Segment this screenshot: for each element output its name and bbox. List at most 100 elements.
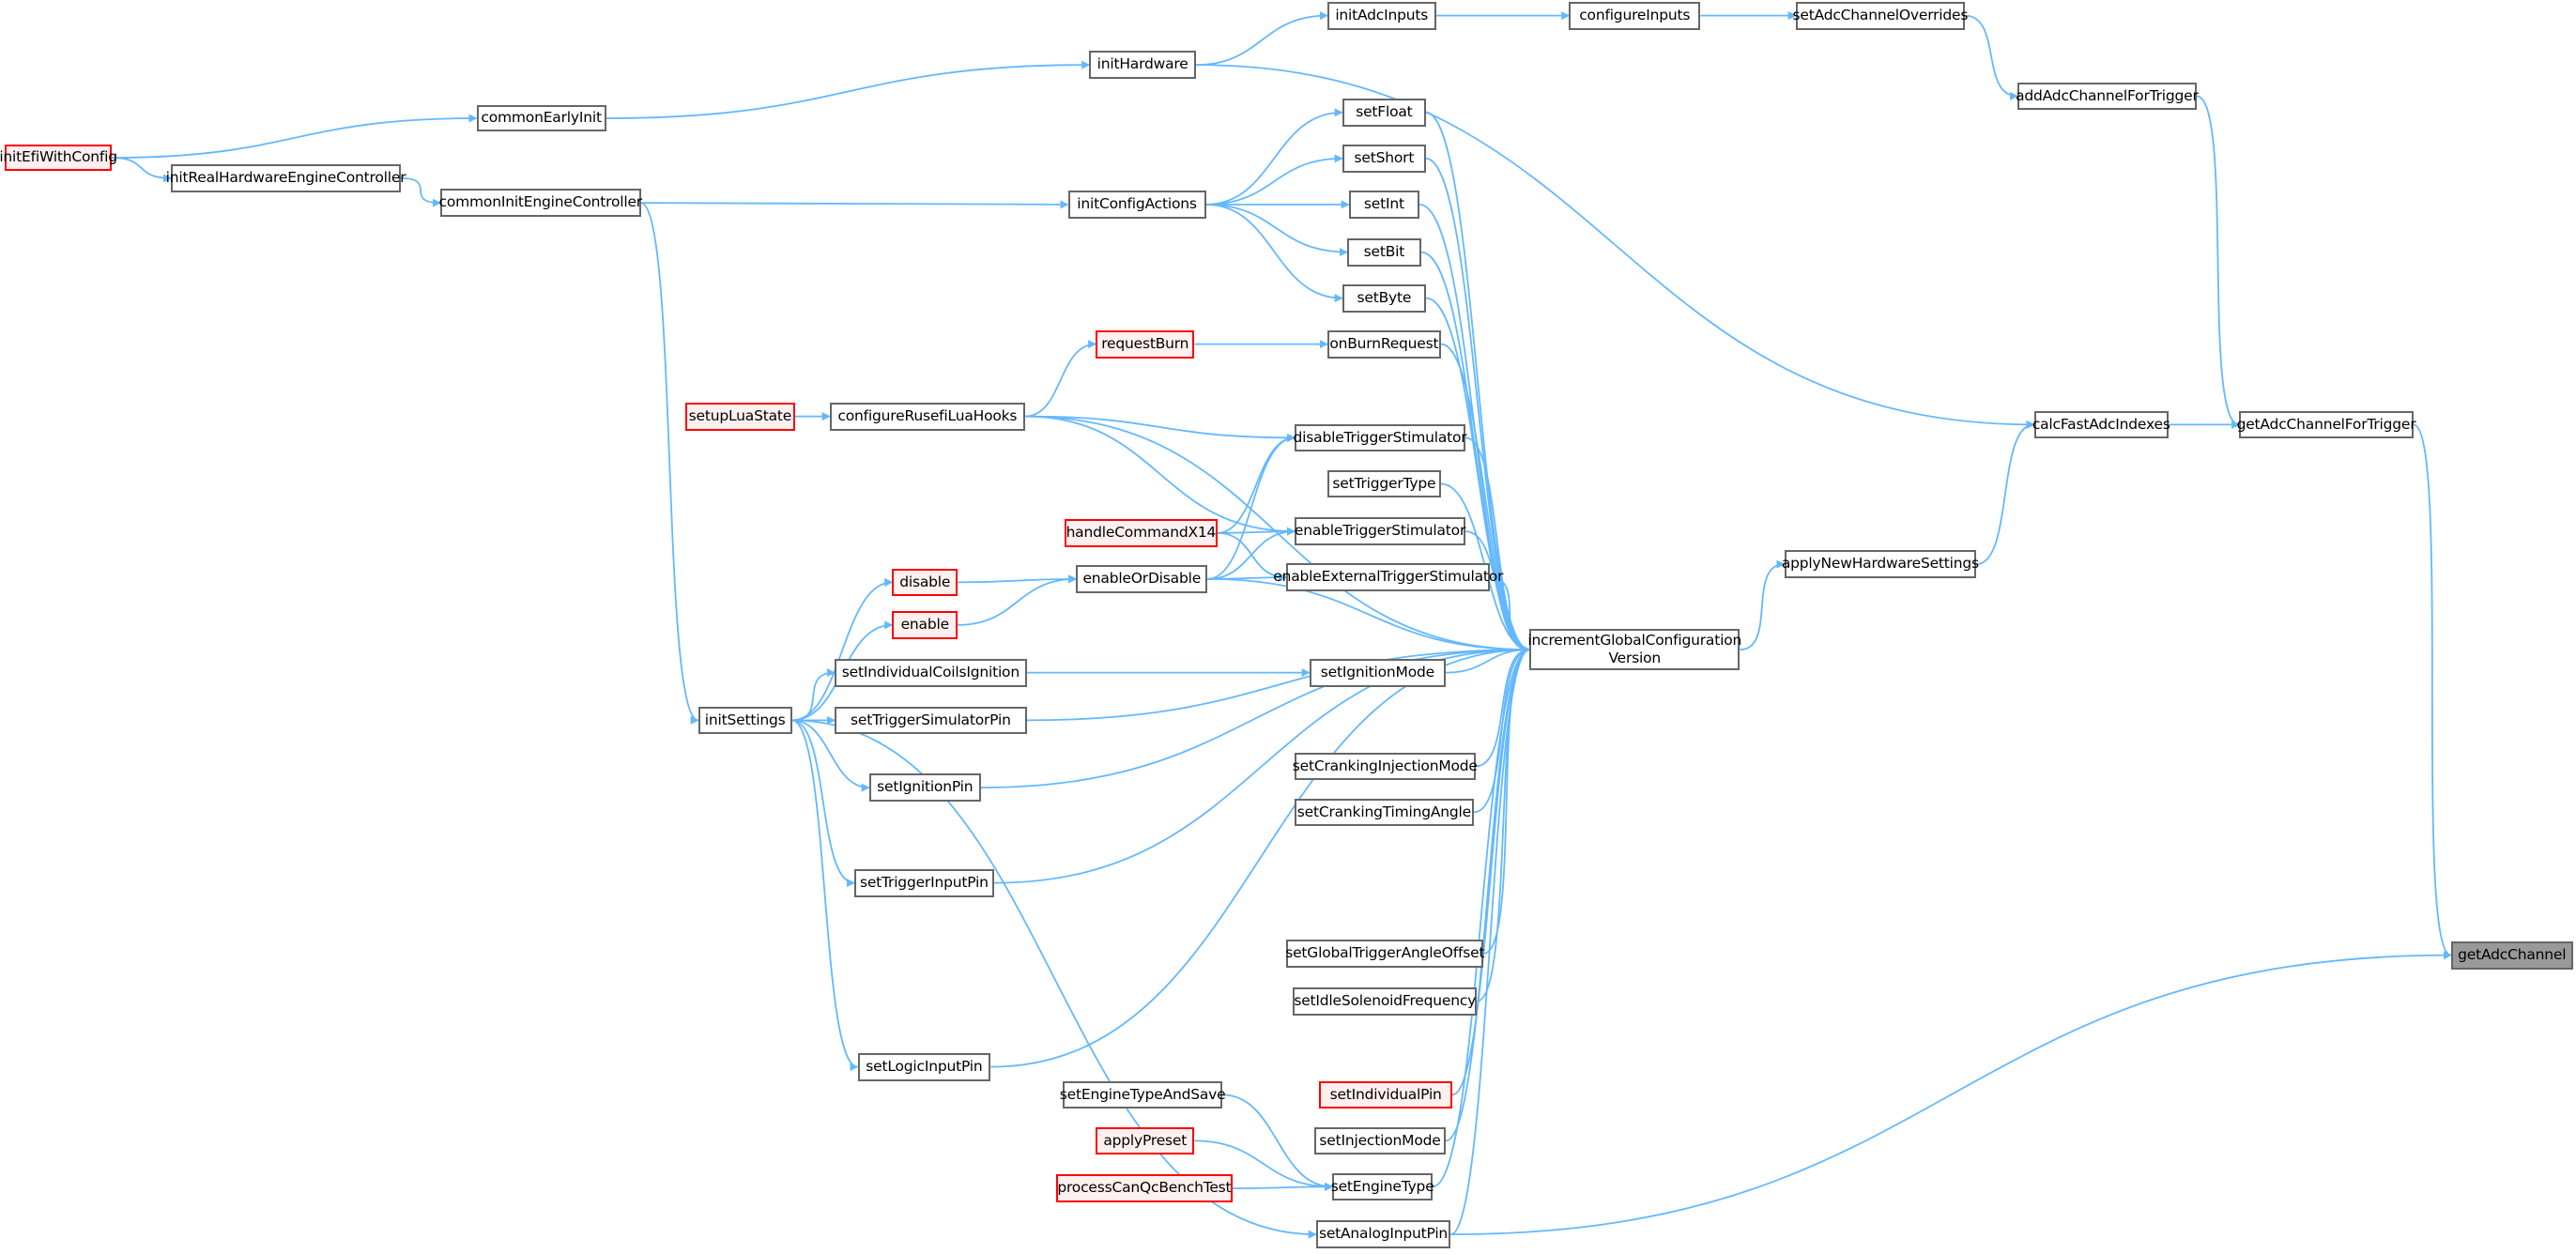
edge-init-settings-to-disable: [791, 577, 894, 722]
node-set-trigger-simulator-pin[interactable]: setTriggerSimulatorPin: [835, 706, 1027, 735]
node-set-engine-type-and-save[interactable]: setEngineTypeAndSave: [1060, 1080, 1226, 1109]
node-process-can-qc-bench-test[interactable]: processCanQcBenchTest: [1056, 1174, 1233, 1202]
node-handle-command-x14[interactable]: handleCommandX14: [1065, 519, 1218, 547]
node-set-individual-coils-ignition[interactable]: setIndividualCoilsIgnition: [835, 658, 1027, 687]
node-calc-fast-adc-indexes[interactable]: calcFastAdcIndexes: [2032, 410, 2170, 439]
node-setup-lua-state[interactable]: setupLuaState: [684, 402, 795, 431]
node-label: setIgnitionMode: [1320, 663, 1434, 681]
node-label: initEfiWithConfig: [0, 148, 117, 166]
edge-enable-or-disable-to-enable-trigger-stimulator: [1207, 527, 1296, 580]
node-label: enableTriggerStimulator: [1294, 522, 1466, 540]
node-set-injection-mode[interactable]: setInjectionMode: [1314, 1126, 1446, 1155]
node-set-global-trigger-angle-offset[interactable]: setGlobalTriggerAngleOffset: [1285, 940, 1485, 968]
node-label: setGlobalTriggerAngleOffset: [1285, 944, 1485, 962]
node-label: setIgnitionPin: [877, 778, 974, 796]
node-set-ignition-pin[interactable]: setIgnitionPin: [868, 773, 981, 802]
node-disable[interactable]: disable: [892, 568, 958, 597]
node-label: initHardware: [1096, 55, 1188, 73]
edge-enable-to-enable-or-disable: [958, 574, 1078, 626]
edge-init-config-actions-to-set-bit: [1205, 203, 1348, 257]
node-set-engine-type[interactable]: setEngineType: [1330, 1172, 1434, 1201]
node-set-int[interactable]: setInt: [1348, 191, 1419, 219]
node-set-bit[interactable]: setBit: [1347, 237, 1421, 267]
node-add-adc-channel-for-trigger[interactable]: addAdcChannelForTrigger: [2016, 82, 2199, 111]
edge-handle-command-x14-to-disable-trigger-stimulator: [1217, 433, 1296, 534]
node-get-adc-channel-for-trigger[interactable]: getAdcChannelForTrigger: [2237, 410, 2416, 439]
node-label: setCrankingInjectionMode: [1292, 757, 1478, 774]
node-enable-trigger-stimulator[interactable]: enableTriggerStimulator: [1295, 517, 1465, 545]
node-label: setAnalogInputPin: [1318, 1225, 1449, 1243]
node-apply-new-hardware-settings[interactable]: applyNewHardwareSettings: [1782, 550, 1979, 578]
node-on-burn-request[interactable]: onBurnRequest: [1327, 329, 1441, 359]
node-common-init-engine-controller[interactable]: commonInitEngineController: [439, 189, 642, 217]
node-init-settings[interactable]: initSettings: [698, 706, 792, 735]
edge-configure-rusefi-lua-hooks-to-enable-trigger-stimulator: [1024, 415, 1296, 536]
node-label: applyPreset: [1103, 1131, 1188, 1149]
node-set-byte[interactable]: setByte: [1342, 283, 1426, 313]
node-init-hardware[interactable]: initHardware: [1089, 51, 1196, 79]
node-common-early-init[interactable]: commonEarlyInit: [476, 105, 606, 131]
node-init-adc-inputs[interactable]: initAdcInputs: [1327, 1, 1436, 30]
edge-init-settings-to-set-ignition-pin: [791, 719, 870, 792]
node-label: setTriggerType: [1332, 474, 1436, 492]
node-label: getAdcChannel: [2458, 945, 2567, 963]
node-increment-global-configuration-version[interactable]: incrementGlobalConfiguration Version: [1527, 629, 1741, 670]
node-label: setEngineType: [1330, 1177, 1434, 1195]
node-set-float[interactable]: setFloat: [1342, 99, 1426, 127]
edge-init-efi-with-config-to-init-real-hardware-engine-controller: [111, 157, 172, 183]
node-label: calcFastAdcIndexes: [2032, 415, 2170, 433]
node-enable-external-trigger-stimulator[interactable]: enableExternalTriggerStimulator: [1273, 563, 1503, 591]
node-label: addAdcChannelForTrigger: [2016, 86, 2199, 104]
edge-enable-external-trigger-stimulator-to-increment-global-configuration-version: [1490, 576, 1531, 654]
edge-init-config-actions-to-set-float: [1205, 108, 1343, 206]
edge-set-engine-type-to-increment-global-configuration-version: [1432, 645, 1531, 1188]
node-label: configureRusefiLuaHooks: [837, 406, 1018, 424]
node-disable-trigger-stimulator[interactable]: disableTriggerStimulator: [1294, 423, 1467, 452]
edge-process-can-qc-bench-test-to-set-engine-type: [1232, 1182, 1334, 1191]
node-set-analog-input-pin[interactable]: setAnalogInputPin: [1315, 1220, 1451, 1248]
edge-common-init-engine-controller-to-init-config-actions: [640, 200, 1069, 209]
node-label: enable: [900, 616, 950, 634]
node-enable-or-disable[interactable]: enableOrDisable: [1076, 565, 1208, 593]
edge-on-burn-request-to-increment-global-configuration-version: [1440, 343, 1531, 654]
edge-set-analog-input-pin-to-get-adc-channel: [1450, 951, 2452, 1236]
node-configure-inputs[interactable]: configureInputs: [1569, 1, 1701, 30]
edge-get-adc-channel-for-trigger-to-get-adc-channel: [2413, 423, 2452, 960]
edge-enable-or-disable-to-increment-global-configuration-version: [1207, 577, 1531, 654]
edge-init-settings-to-set-trigger-input-pin: [791, 719, 855, 888]
node-set-trigger-input-pin[interactable]: setTriggerInputPin: [854, 868, 994, 897]
node-label: initRealHardwareEngineController: [165, 169, 406, 187]
node-label: initSettings: [704, 711, 786, 728]
edge-init-config-actions-to-set-short: [1205, 154, 1343, 206]
node-label: disable: [899, 573, 951, 590]
node-label: setInt: [1363, 195, 1404, 213]
node-request-burn[interactable]: requestBurn: [1096, 329, 1195, 359]
node-label: setTriggerInputPin: [859, 873, 989, 891]
node-configure-rusefi-lua-hooks[interactable]: configureRusefiLuaHooks: [829, 402, 1025, 431]
node-set-adc-channel-overrides[interactable]: setAdcChannelOverrides: [1793, 1, 1968, 30]
node-apply-preset[interactable]: applyPreset: [1096, 1126, 1195, 1155]
node-init-real-hardware-engine-controller[interactable]: initRealHardwareEngineController: [166, 164, 406, 192]
node-label: setLogicInputPin: [866, 1057, 983, 1075]
node-init-config-actions[interactable]: initConfigActions: [1067, 191, 1206, 219]
edge-init-hardware-to-init-adc-inputs: [1195, 11, 1328, 67]
node-set-idle-solenoid-frequency[interactable]: setIdleSolenoidFrequency: [1293, 986, 1478, 1016]
node-enable[interactable]: enable: [892, 611, 958, 639]
node-set-ignition-mode[interactable]: setIgnitionMode: [1309, 658, 1446, 687]
node-label: setEngineTypeAndSave: [1059, 1085, 1226, 1103]
node-set-individual-pin[interactable]: setIndividualPin: [1319, 1080, 1452, 1109]
node-set-trigger-type[interactable]: setTriggerType: [1327, 469, 1441, 498]
node-label: commonEarlyInit: [481, 109, 602, 127]
edge-set-engine-type-and-save-to-set-engine-type: [1221, 1093, 1334, 1191]
edge-init-settings-to-set-analog-input-pin: [791, 719, 1317, 1239]
edge-enable-or-disable-to-disable-trigger-stimulator: [1207, 433, 1296, 580]
node-label: setInjectionMode: [1319, 1131, 1441, 1149]
node-set-cranking-timing-angle[interactable]: setCrankingTimingAngle: [1295, 798, 1474, 827]
node-init-efi-with-config[interactable]: initEfiWithConfig: [0, 145, 117, 171]
node-set-short[interactable]: setShort: [1342, 145, 1426, 173]
edge-add-adc-channel-for-trigger-to-get-adc-channel-for-trigger: [2196, 95, 2241, 429]
node-label: setCrankingTimingAngle: [1296, 803, 1471, 820]
node-set-logic-input-pin[interactable]: setLogicInputPin: [857, 1052, 991, 1081]
node-set-cranking-injection-mode[interactable]: setCrankingInjectionMode: [1292, 752, 1478, 781]
node-label: setIndividualPin: [1329, 1085, 1442, 1103]
